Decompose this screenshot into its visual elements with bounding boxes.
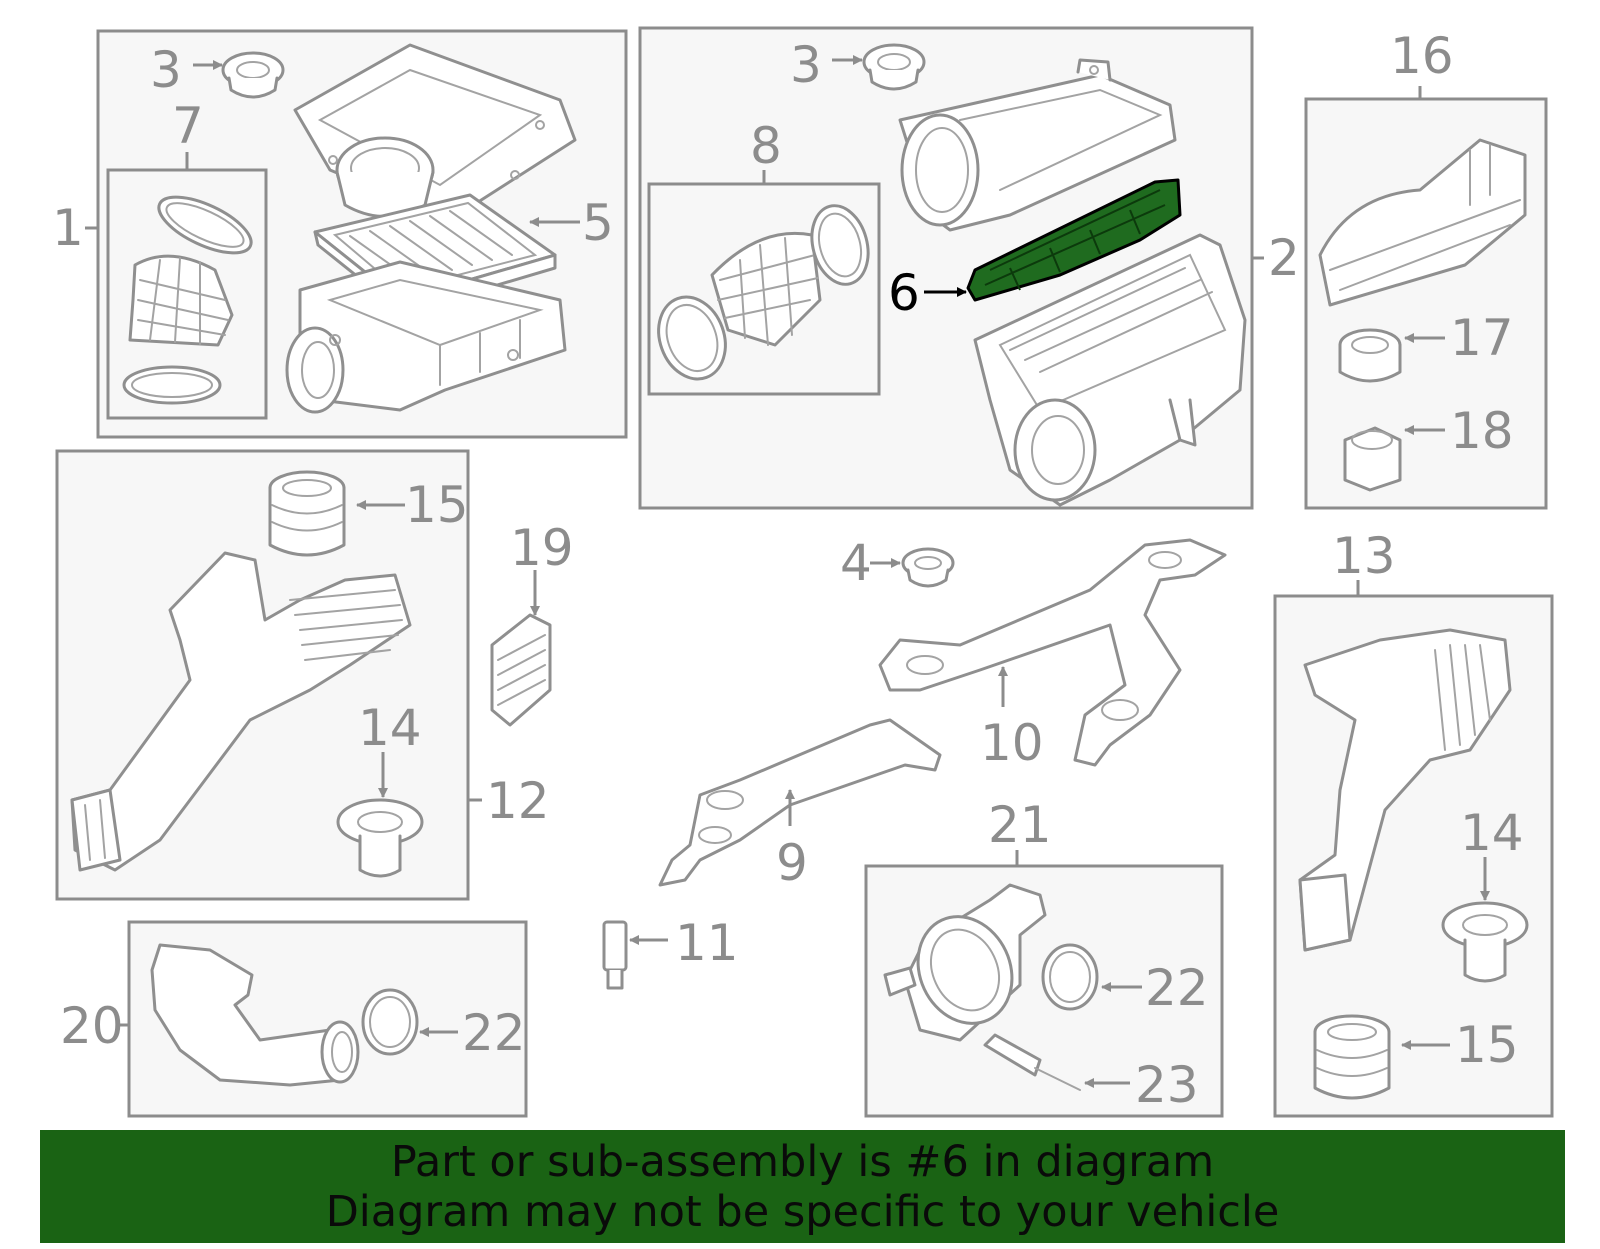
callout-22-left: 22 [462,1004,526,1062]
callout-10: 10 [980,714,1044,772]
callout-4: 4 [840,534,872,592]
callout-3-right: 3 [790,36,822,94]
intake-duct-part-13 [1298,628,1512,952]
intake-duct-part-12 [70,551,412,872]
callout-1: 1 [52,199,84,257]
air-filter-part-6-highlighted[interactable] [966,178,1182,302]
callout-9: 9 [776,834,808,892]
hose-kit-part-7 [122,195,253,405]
grommet-part-14-left [336,798,424,878]
bracket-part-10 [878,538,1227,767]
o-ring-part-22-left [361,988,419,1056]
air-box-cover-part [898,58,1177,232]
callout-12: 12 [486,772,550,830]
intake-duct-part-16 [1318,138,1527,307]
callout-21: 21 [988,796,1052,854]
callout-14-right: 14 [1460,804,1524,862]
vent-part-19 [490,613,552,727]
grommet-part-3-left [221,51,285,99]
banner-line-disclaimer: Diagram may not be specific to your vehi… [325,1186,1280,1237]
o2-sensor-part-23 [983,1033,1081,1091]
mass-airflow-sensor-part-21 [883,883,1047,1042]
callout-16: 16 [1390,27,1454,85]
banner-line-part: Part or sub-assembly is #6 in diagram [390,1136,1215,1187]
callout-5: 5 [582,194,614,252]
hose-part-8 [657,204,870,381]
seal-part-17 [1338,328,1402,383]
callout-22-right: 22 [1145,959,1209,1017]
callout-20: 20 [60,997,124,1055]
callout-15-left: 15 [405,476,469,534]
coupler-part-15-right [1313,1014,1391,1100]
callout-17: 17 [1450,309,1514,367]
callout-7: 7 [172,97,204,155]
grommet-part-3-right [862,43,926,91]
callout-18: 18 [1450,402,1514,460]
sensor-part-11 [602,920,628,990]
grommet-part-4 [901,547,955,588]
callout-11: 11 [675,914,739,972]
air-box-lower-part [285,260,567,414]
info-banner: Part or sub-assembly is #6 in diagram Di… [40,1130,1565,1243]
callout-3-left: 3 [150,41,182,99]
callout-13: 13 [1332,527,1396,585]
air-box-upper-part [293,43,577,222]
callout-2: 2 [1268,229,1300,287]
clip-part-18 [1343,426,1402,492]
callout-19: 19 [510,519,574,577]
o-ring-part-22-right [1041,943,1099,1011]
air-box-housing-part [973,233,1247,507]
callout-15-right: 15 [1455,1016,1519,1074]
grommet-part-14-right [1441,901,1529,983]
callout-23: 23 [1135,1056,1199,1114]
intake-pipe-part-20 [150,943,360,1087]
coupler-part-15-left [268,470,346,557]
group-box-21 [864,864,1224,1118]
callout-8: 8 [750,117,782,175]
callout-6[interactable]: 6 [888,264,920,322]
callout-14-left: 14 [358,699,422,757]
